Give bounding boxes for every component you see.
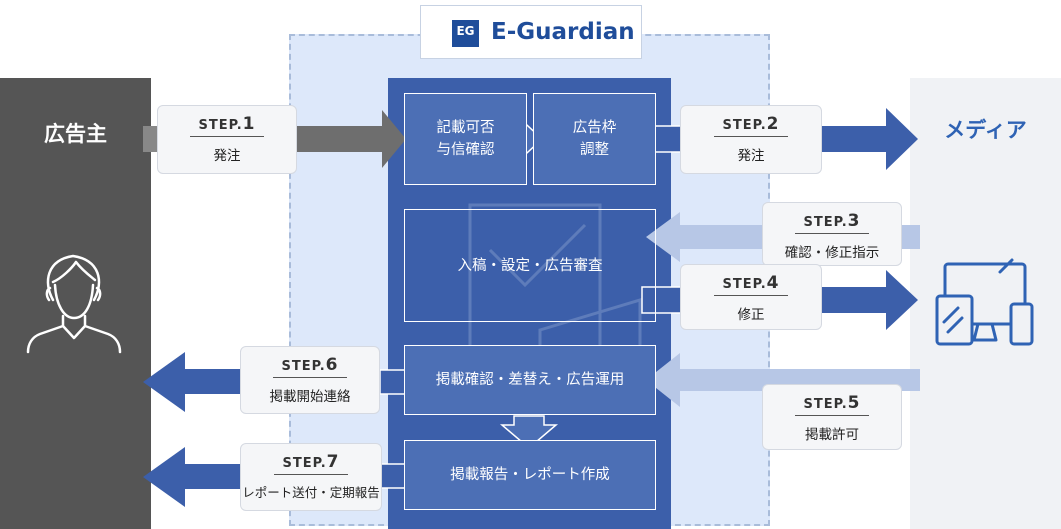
media-column [910,78,1061,529]
step-5-card: STEP.5 掲載許可 [762,384,902,450]
process-ad-slot: 広告枠 調整 [533,93,656,185]
advertiser-column [0,78,151,529]
person-icon [26,254,122,354]
brand-name: E-Guardian [491,19,635,45]
advertiser-title: 広告主 [44,122,107,146]
process-check-credit: 記載可否 与信確認 [404,93,527,185]
process-review: 入稿・設定・広告審査 [404,209,656,322]
step-4-card: STEP.4 修正 [680,264,822,330]
step-1-card: STEP.1 発注 [157,105,297,174]
media-title: メディア [944,118,1027,142]
devices-icon [935,258,1034,346]
process-replace: 掲載確認・差替え・広告運用 [404,345,656,415]
step-7-card: STEP.7 レポート送付・定期報告 [240,443,382,511]
logo-mark-icon: EG [452,20,479,47]
step-6-card: STEP.6 掲載開始連絡 [240,346,380,414]
process-report: 掲載報告・レポート作成 [404,440,656,510]
step-3-card: STEP.3 確認・修正指示 [762,202,902,266]
step-2-card: STEP.2 発注 [680,105,822,174]
